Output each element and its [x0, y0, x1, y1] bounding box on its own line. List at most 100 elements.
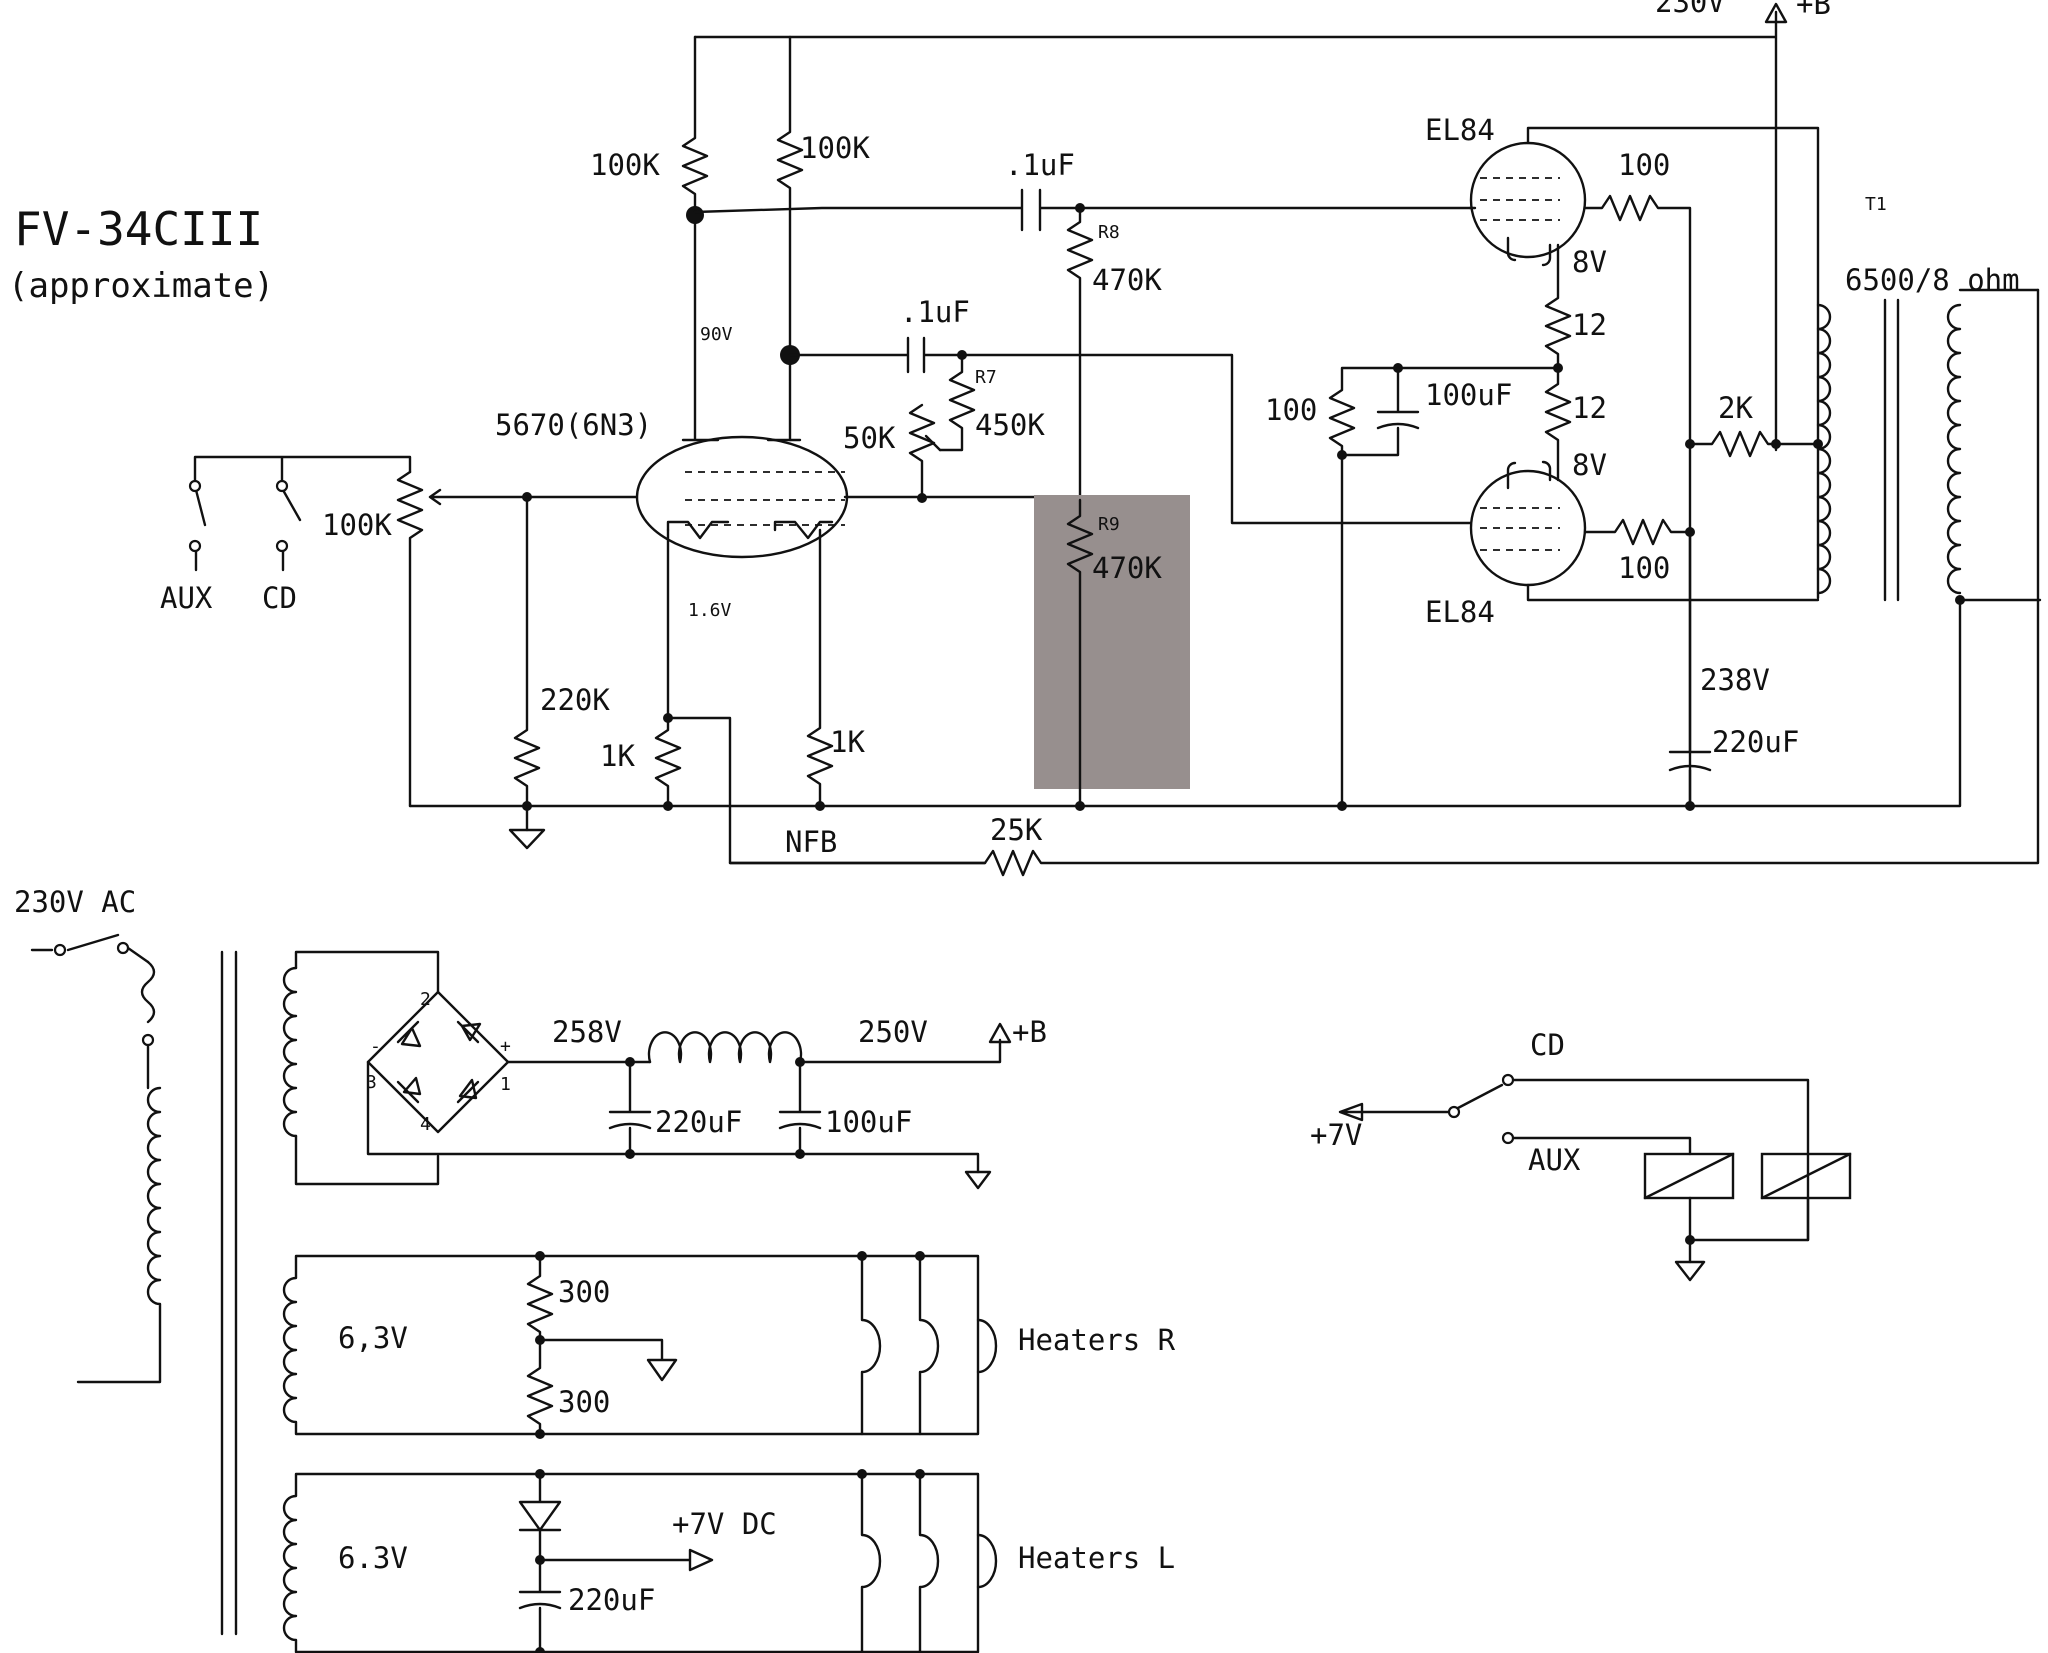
- heater-r-voltage: 6,3V: [338, 1321, 408, 1355]
- heater-l-cap-value: 220uF: [568, 1583, 655, 1617]
- heater-r-res-bottom-value: 300: [558, 1385, 610, 1419]
- ground-rail-junctions: [522, 595, 1965, 811]
- input-cd-label: CD: [262, 581, 297, 615]
- output-tube-bottom-label: EL84: [1425, 595, 1495, 629]
- balance-pot: 50K: [843, 403, 942, 503]
- output-transformer: T1 6500/8 ohm: [1816, 194, 2042, 602]
- coupling-cap-mid-value: .1uF: [900, 295, 970, 329]
- grid-resistor: 220K: [508, 495, 610, 850]
- resistor-r7-value: 450K: [975, 408, 1045, 442]
- output-tube-bottom: EL84: [1425, 460, 1820, 629]
- mains-input: 230V AC: [14, 885, 156, 1090]
- heater-r-res-top-value: 300: [558, 1275, 610, 1309]
- filter-caps: 220uF 100uF: [608, 1057, 912, 1159]
- cathode-resistor-left-value: 1K: [600, 739, 635, 773]
- b-plus-top-label: +B: [1796, 0, 1831, 21]
- cathode-resistors: 12 12 8V 8V: [1544, 243, 1607, 482]
- power-transformer: [76, 950, 980, 1653]
- schematic-subtitle: (approximate): [8, 266, 274, 306]
- cathode-resistor-left: 1K: [600, 528, 987, 865]
- transformer-ref: T1: [1865, 194, 1887, 215]
- grid-stopper-bottom: 100: [1583, 518, 1695, 585]
- cathode-upper-value: 12: [1572, 308, 1607, 342]
- grid-resistor-value: 220K: [540, 683, 610, 717]
- heaters-right: 6,3V 300 300 Heaters R: [338, 1251, 1176, 1439]
- input-selector: AUX CD: [160, 455, 412, 615]
- relay-selector: +7V CD AUX: [1310, 1028, 1852, 1282]
- relay-aux-label: AUX: [1528, 1143, 1581, 1177]
- coupling-cap-top: .1uF: [693, 148, 1472, 232]
- cathode-voltage: 1.6V: [688, 600, 732, 621]
- filter-cap-2-value: 100uF: [825, 1105, 912, 1139]
- bridge-pin-2: 2: [420, 989, 431, 1010]
- grid-stopper-bottom-value: 100: [1618, 551, 1670, 585]
- dc-out-label: +7V DC: [672, 1507, 777, 1541]
- filter-choke: 258V 250V +B: [552, 1015, 1047, 1064]
- cathode-lower-value: 12: [1572, 391, 1607, 425]
- bridge-plus: +: [500, 1036, 511, 1057]
- cathode-resistor-right: 1K: [806, 528, 865, 808]
- resistor-r9-value: 470K: [1092, 551, 1162, 585]
- transformer-spec: 6500/8 ohm: [1845, 263, 2020, 297]
- bridge-rectifier: 2 3 4 1 + -: [366, 989, 992, 1190]
- coupling-cap-mid: .1uF: [788, 295, 1472, 525]
- grid-stopper-top: 100: [1583, 148, 1692, 808]
- supply-cap-value: 220uF: [1712, 725, 1799, 759]
- plate-voltage: 90V: [700, 324, 733, 345]
- balance-pot-value: 50K: [843, 421, 896, 455]
- nfb-label: NFB: [785, 825, 837, 859]
- highlight-box: [1034, 495, 1190, 789]
- cathode-voltage-upper: 8V: [1572, 245, 1607, 279]
- resistor-r8-ref: R8: [1098, 222, 1120, 243]
- bridge-minus: -: [370, 1036, 381, 1057]
- bridge-pin-4: 4: [420, 1114, 431, 1135]
- supply-voltage: 238V: [1700, 663, 1770, 697]
- heaters-l-label: Heaters L: [1018, 1541, 1175, 1575]
- cathode-voltage-lower: 8V: [1572, 448, 1607, 482]
- heaters-r-label: Heaters R: [1018, 1323, 1176, 1357]
- mains-label: 230V AC: [14, 885, 136, 919]
- output-tube-top: EL84: [1425, 113, 1820, 600]
- supply-cap: 238V 220uF: [1668, 530, 1799, 808]
- output-tube-top-label: EL84: [1425, 113, 1495, 147]
- psu-b-plus: +B: [1012, 1015, 1047, 1049]
- resistor-r7: R7 450K: [938, 353, 1045, 452]
- plate-resistor-right-value: 100K: [800, 131, 870, 165]
- relay-supply-label: +7V: [1310, 1118, 1362, 1152]
- bypass-cap-value: 100uF: [1425, 378, 1512, 412]
- coupling-cap-top-value: .1uF: [1005, 148, 1075, 182]
- heater-l-voltage: 6.3V: [338, 1541, 408, 1575]
- cathode-resistor-right-value: 1K: [830, 725, 865, 759]
- driver-tube: 5670(6N3) 1.6V: [495, 408, 849, 621]
- bridge-pin-1: 1: [500, 1074, 511, 1095]
- plate-resistor-left-value: 100K: [590, 148, 660, 182]
- b-plus-rail: 230V +B: [693, 0, 1831, 452]
- b-plus-top-voltage: 230V: [1655, 0, 1725, 19]
- cathode-bypass: 100 100uF: [1265, 363, 1560, 808]
- screen-resistor-value: 2K: [1718, 391, 1753, 425]
- input-aux-label: AUX: [160, 581, 213, 615]
- screen-resistor-2k: 2K: [1685, 391, 1823, 458]
- volume-pot-value: 100K: [322, 508, 392, 542]
- resistor-r9: R9 470K: [1066, 498, 1162, 808]
- heaters-left: 6.3V +7V DC 220uF Heaters L: [338, 1469, 1175, 1653]
- nfb-resistor: NFB 25K: [728, 288, 2040, 877]
- bridge-pin-3: 3: [366, 1072, 377, 1093]
- grid-stopper-top-value: 100: [1618, 148, 1670, 182]
- plate-resistor-left: 100K 90V: [590, 35, 733, 442]
- relay-cd-label: CD: [1530, 1028, 1565, 1062]
- resistor-r7-ref: R7: [975, 367, 997, 388]
- resistor-r9-ref: R9: [1098, 514, 1120, 535]
- resistor-r8: R8 470K: [1066, 206, 1162, 502]
- nfb-resistor-value: 25K: [990, 813, 1043, 847]
- filter-cap-1-value: 220uF: [655, 1105, 742, 1139]
- schematic-title: FV-34CIII: [14, 202, 263, 256]
- resistor-r8-value: 470K: [1092, 263, 1162, 297]
- bypass-resistor-value: 100: [1265, 393, 1317, 427]
- ground-rail: [408, 596, 1962, 808]
- volume-pot: 100K: [322, 470, 639, 808]
- rect-voltage: 258V: [552, 1015, 622, 1049]
- plate-resistor-right: 100K: [776, 35, 870, 442]
- driver-tube-label: 5670(6N3): [495, 408, 652, 442]
